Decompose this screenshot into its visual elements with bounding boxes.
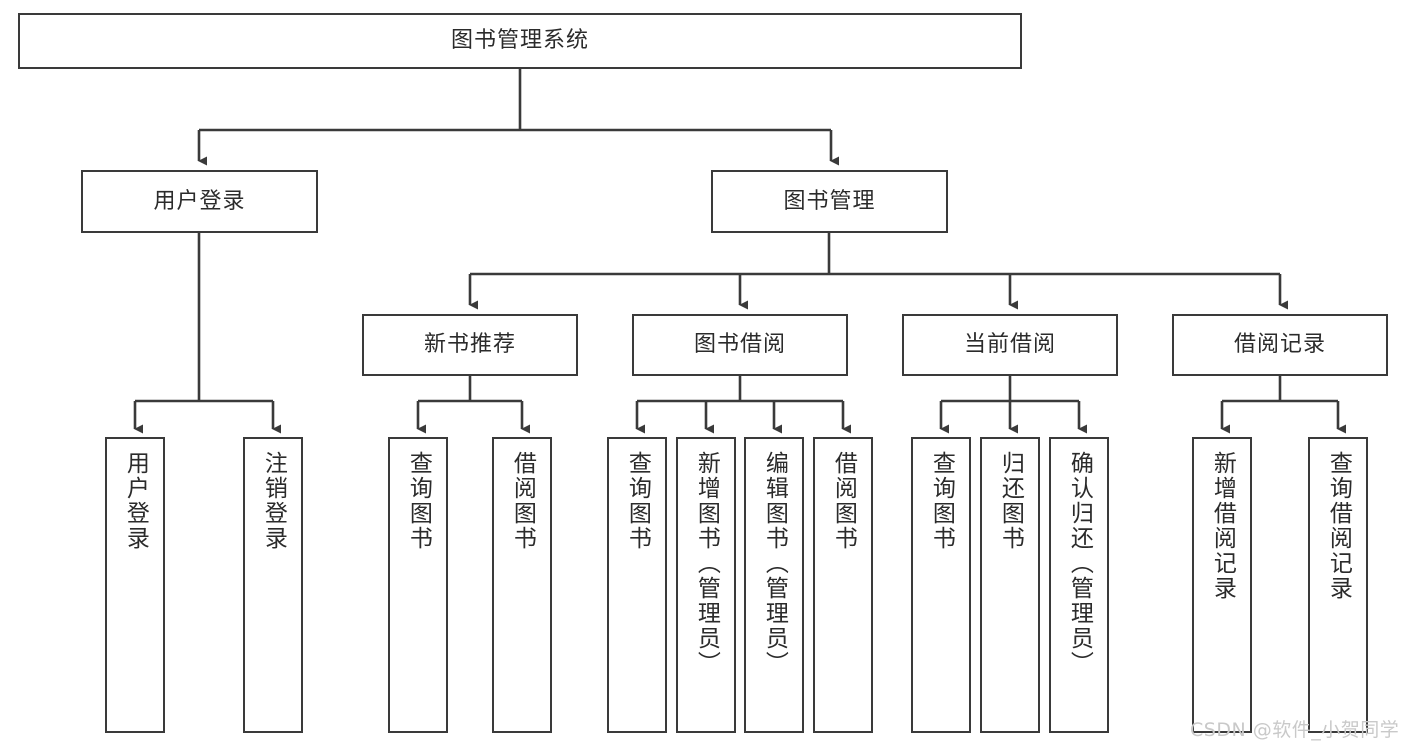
node-leaf-logout[interactable]: 注销登录: [243, 437, 303, 733]
node-leaf-query-book-1[interactable]: 查询图书: [388, 437, 448, 733]
node-borrow-record[interactable]: 借阅记录: [1172, 314, 1388, 376]
node-leaf-borrow-book-2-label: 借阅图书: [830, 451, 857, 551]
node-root[interactable]: 图书管理系统: [18, 13, 1022, 69]
node-leaf-borrow-book-1-label: 借阅图书: [509, 451, 536, 551]
node-leaf-confirm-return-label: 确认归还（管理员）: [1066, 451, 1093, 676]
node-leaf-add-book-label: 新增图书（管理员）: [693, 451, 720, 676]
node-leaf-user-login-label: 用户登录: [122, 451, 149, 551]
node-leaf-borrow-book-2[interactable]: 借阅图书: [813, 437, 873, 733]
node-leaf-borrow-book-1[interactable]: 借阅图书: [492, 437, 552, 733]
node-current-borrow-label: 当前借阅: [963, 332, 1056, 358]
node-leaf-query-book-3[interactable]: 查询图书: [911, 437, 971, 733]
node-new-book-rec-label: 新书推荐: [423, 332, 516, 358]
node-book-manage[interactable]: 图书管理: [711, 170, 948, 233]
node-current-borrow[interactable]: 当前借阅: [902, 314, 1118, 376]
node-leaf-edit-book[interactable]: 编辑图书（管理员）: [744, 437, 804, 733]
node-leaf-confirm-return[interactable]: 确认归还（管理员）: [1049, 437, 1109, 733]
node-new-book-rec[interactable]: 新书推荐: [362, 314, 578, 376]
node-root-label: 图书管理系统: [450, 28, 589, 54]
node-book-borrow-label: 图书借阅: [693, 332, 786, 358]
node-leaf-logout-label: 注销登录: [260, 451, 287, 551]
node-leaf-query-book-2-label: 查询图书: [624, 451, 651, 551]
node-leaf-user-login[interactable]: 用户登录: [105, 437, 165, 733]
node-leaf-query-book-2[interactable]: 查询图书: [607, 437, 667, 733]
node-book-borrow[interactable]: 图书借阅: [632, 314, 848, 376]
node-leaf-add-record-label: 新增借阅记录: [1209, 451, 1236, 601]
node-leaf-return-book-label: 归还图书: [997, 451, 1024, 551]
node-leaf-query-record-label: 查询借阅记录: [1325, 451, 1352, 601]
node-leaf-add-record[interactable]: 新增借阅记录: [1192, 437, 1252, 733]
node-leaf-edit-book-label: 编辑图书（管理员）: [761, 451, 788, 676]
node-leaf-query-book-3-label: 查询图书: [928, 451, 955, 551]
node-leaf-return-book[interactable]: 归还图书: [980, 437, 1040, 733]
node-user-login-label: 用户登录: [153, 188, 246, 214]
node-borrow-record-label: 借阅记录: [1233, 332, 1326, 358]
csdn-watermark: CSDN @软件_小贺同学: [1190, 719, 1400, 741]
node-book-manage-label: 图书管理: [783, 188, 876, 214]
node-leaf-add-book[interactable]: 新增图书（管理员）: [676, 437, 736, 733]
node-leaf-query-book-1-label: 查询图书: [405, 451, 432, 551]
node-user-login[interactable]: 用户登录: [81, 170, 318, 233]
node-leaf-query-record[interactable]: 查询借阅记录: [1308, 437, 1368, 733]
